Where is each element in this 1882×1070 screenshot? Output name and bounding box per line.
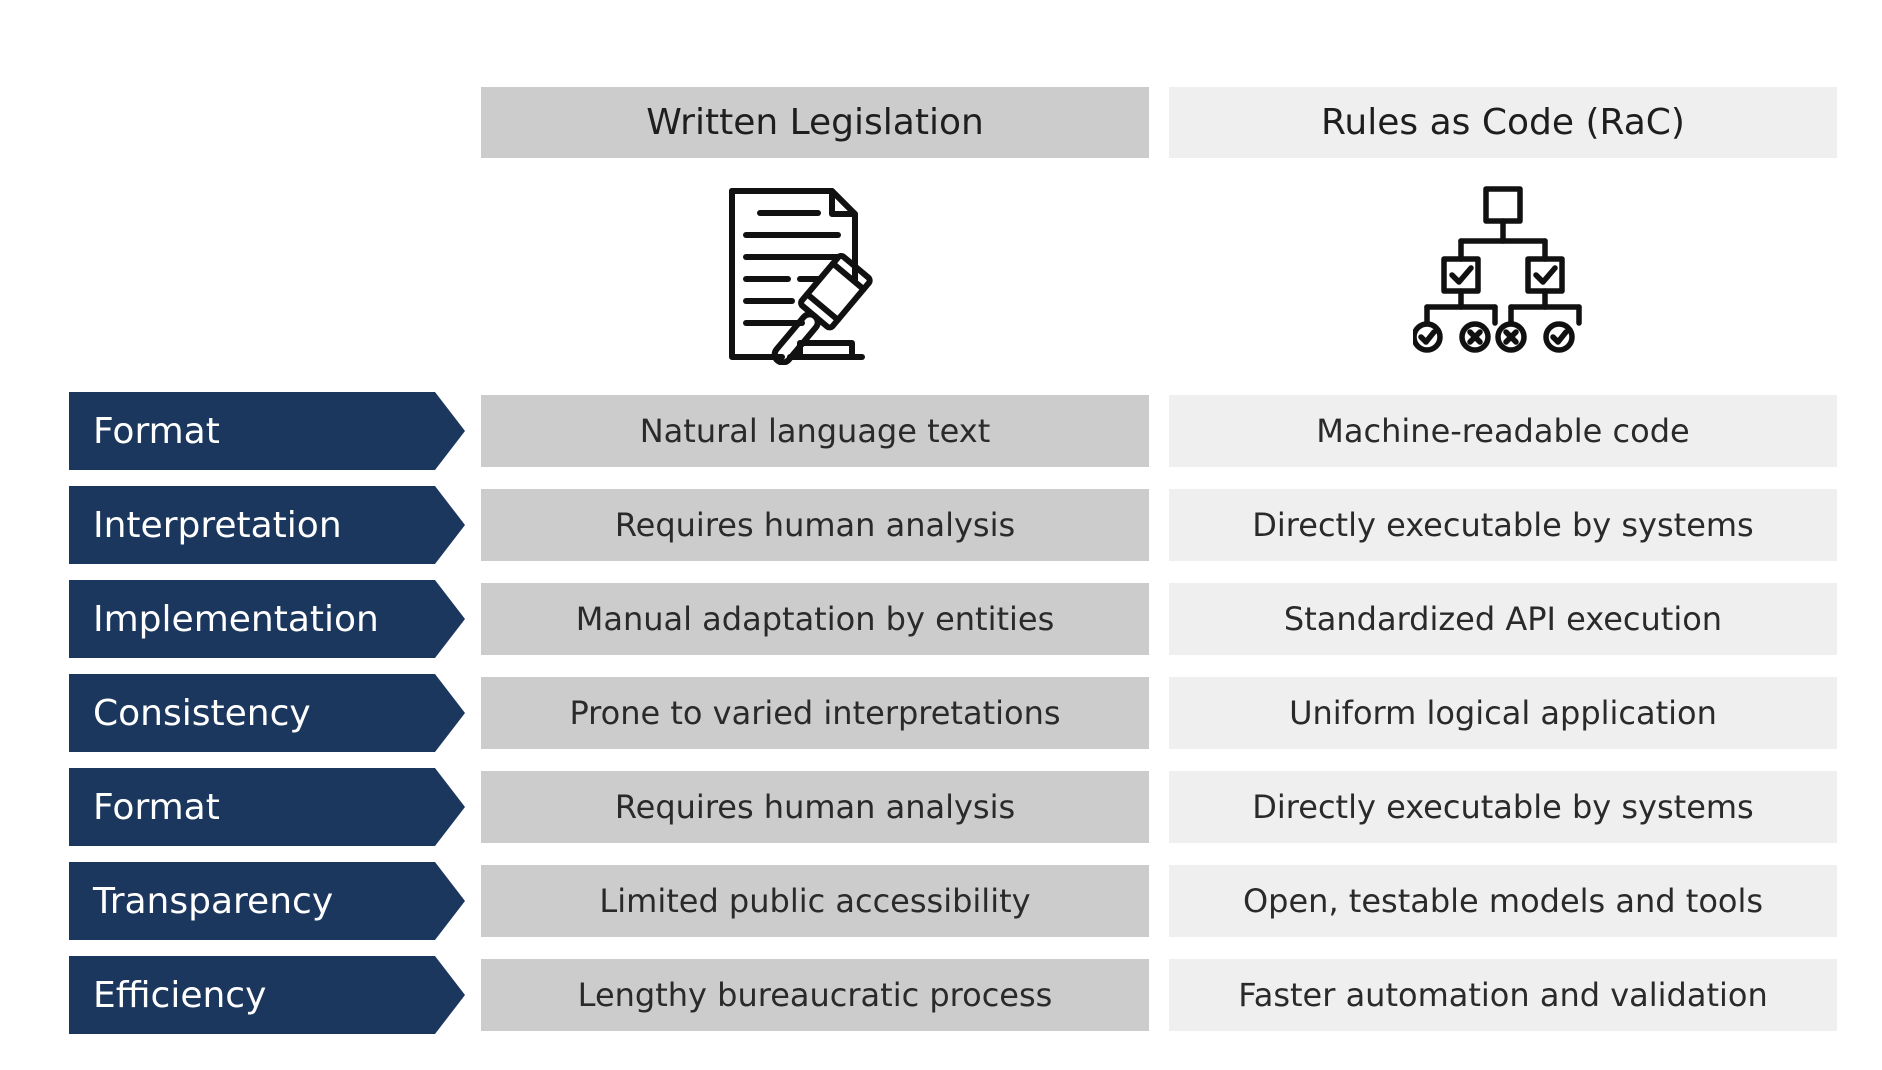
table-row: Format Requires human analysis Directly …	[0, 768, 1882, 846]
written-legislation-cell: Requires human analysis	[481, 771, 1149, 843]
row-label-arrow: Consistency	[69, 674, 465, 752]
column-header-label: Rules as Code (RaC)	[1321, 102, 1685, 143]
written-legislation-cell: Natural language text	[481, 395, 1149, 467]
decision-tree-icon	[1413, 186, 1582, 353]
row-label: Transparency	[93, 880, 334, 922]
table-row: Implementation Manual adaptation by enti…	[0, 580, 1882, 658]
column-header-rules-as-code: Rules as Code (RaC)	[1169, 87, 1837, 158]
table-row: Format Natural language text Machine-rea…	[0, 392, 1882, 470]
row-label: Implementation	[93, 598, 379, 640]
row-label-arrow: Efficiency	[69, 956, 465, 1034]
rules-as-code-cell: Uniform logical application	[1169, 677, 1837, 749]
rules-as-code-cell: Faster automation and validation	[1169, 959, 1837, 1031]
rules-as-code-cell: Directly executable by systems	[1169, 771, 1837, 843]
written-legislation-cell: Limited public accessibility	[481, 865, 1149, 937]
rules-as-code-cell: Directly executable by systems	[1169, 489, 1837, 561]
written-legislation-cell: Manual adaptation by entities	[481, 583, 1149, 655]
row-label-arrow: Transparency	[69, 862, 465, 940]
written-legislation-cell: Prone to varied interpretations	[481, 677, 1149, 749]
written-legislation-cell: Lengthy bureaucratic process	[481, 959, 1149, 1031]
icon-container-left	[481, 185, 1149, 365]
written-legislation-cell: Requires human analysis	[481, 489, 1149, 561]
rules-as-code-cell: Open, testable models and tools	[1169, 865, 1837, 937]
column-header-label: Written Legislation	[646, 102, 984, 143]
row-label-arrow: Format	[69, 768, 465, 846]
table-row: Efficiency Lengthy bureaucratic process …	[0, 956, 1882, 1034]
row-label-arrow: Implementation	[69, 580, 465, 658]
icon-container-right	[1169, 185, 1837, 365]
row-label: Format	[93, 786, 220, 828]
rules-as-code-cell: Machine-readable code	[1169, 395, 1837, 467]
column-header-written-legislation: Written Legislation	[481, 87, 1149, 158]
rules-as-code-cell: Standardized API execution	[1169, 583, 1837, 655]
table-row: Transparency Limited public accessibilit…	[0, 862, 1882, 940]
table-row: Consistency Prone to varied interpretati…	[0, 674, 1882, 752]
row-label: Format	[93, 410, 220, 452]
row-label: Consistency	[93, 692, 311, 734]
row-label: Interpretation	[93, 504, 342, 546]
legal-document-gavel-icon	[729, 188, 873, 365]
row-label-arrow: Interpretation	[69, 486, 465, 564]
table-row: Interpretation Requires human analysis D…	[0, 486, 1882, 564]
row-label-arrow: Format	[69, 392, 465, 470]
row-label: Efficiency	[93, 974, 267, 1016]
